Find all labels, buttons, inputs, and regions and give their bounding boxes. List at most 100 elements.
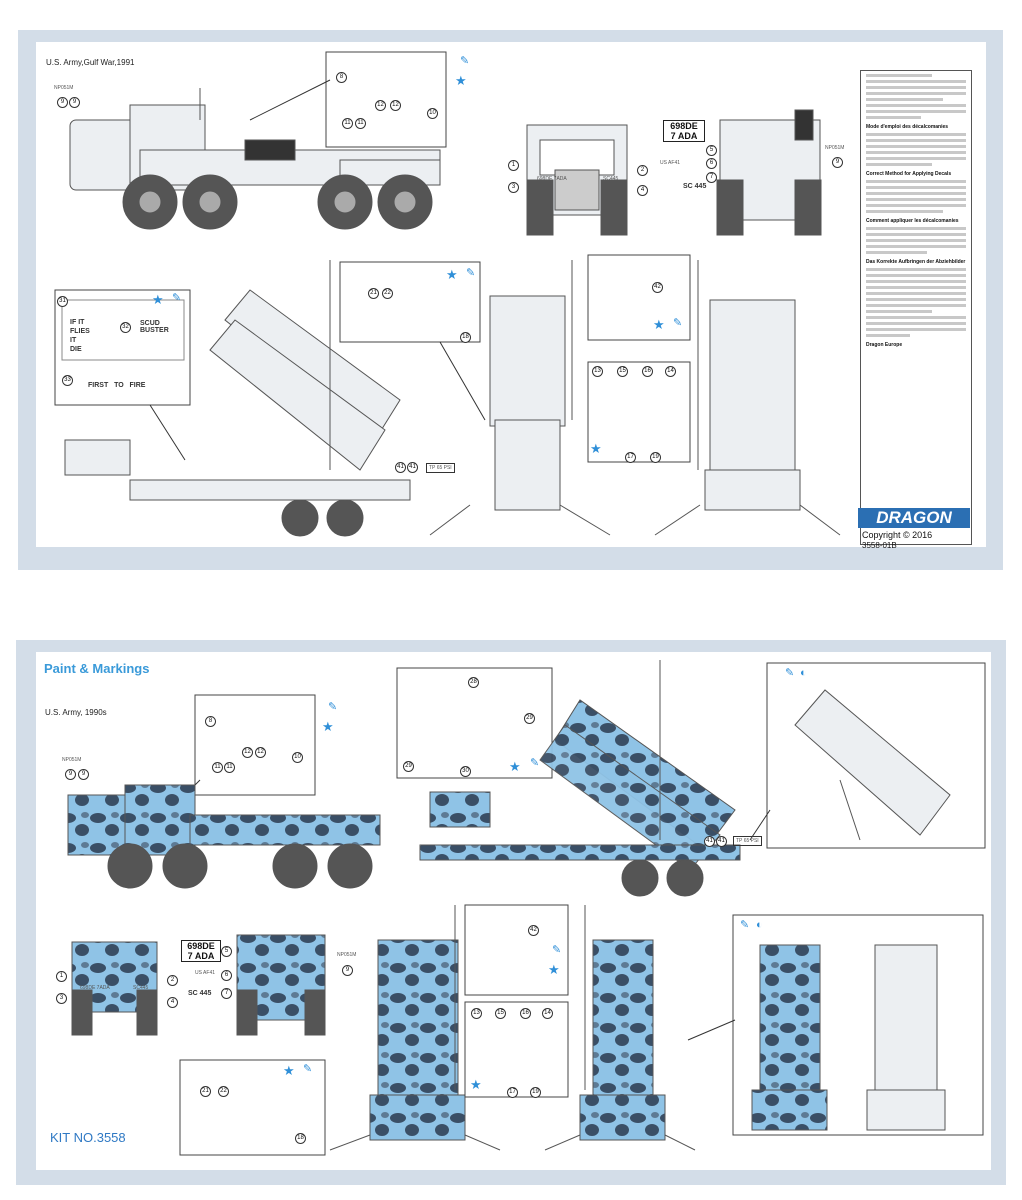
hemtt-side-view-camo [67,784,381,889]
launcher-rear-view-camo [544,905,696,1151]
front-plate-left: 698DE 7ADA [80,985,110,991]
paint-color-icon: ◐ [756,919,763,931]
paint-brush-icon: ✎ [552,944,562,956]
paint-brush-icon: ✎ [172,292,182,304]
decal-instructions-panel: Mode d'emploi des décalcomanies Correct … [860,70,972,545]
callout: 22 [382,288,393,299]
callout: 12 [375,100,386,111]
us-plate: US AF41 [660,160,681,166]
launcher-detail-no-camo [794,689,951,841]
paint-brush-icon: ✎ [303,1063,313,1075]
callout: 16 [642,366,653,377]
callout: 6 [221,970,232,981]
callout: 7 [221,988,232,999]
callout: 17 [507,1087,518,1098]
paint-brush-icon: ✎ [328,701,338,713]
hemtt-front-view [526,124,628,236]
rear-plate: SC 445 [683,183,707,190]
callout: 29 [403,761,414,772]
callout: 42 [652,282,663,293]
callout: 29 [524,713,535,724]
star-icon: ★ [548,962,560,977]
launcher-front-view-camo [329,905,501,1151]
theater-label: U.S. Army,Gulf War,1991 [46,58,135,67]
callout: 14 [665,366,676,377]
callout: 6 [706,158,717,169]
front-plate-right: SC445 [603,176,619,182]
callout: 12 [390,100,401,111]
front-plate-right: SC445 [133,985,149,991]
star-icon: ★ [653,317,665,332]
nose-code: NP051M [54,85,74,91]
callout: 17 [625,452,636,463]
star-icon: ★ [152,292,164,307]
launcher-rear-view [654,260,841,536]
callout: 28 [468,677,479,688]
callout: 33 [62,375,73,386]
nose-code: NP051M [62,757,82,763]
callout: 42 [528,925,539,936]
star-icon: ★ [470,1077,482,1092]
callout: 21 [200,1086,211,1097]
hemtt-rear-view [716,109,822,236]
paint-color-icon: ◐ [800,667,807,679]
launcher-front-view [429,260,611,536]
pressure-label: TP 65 PSI [733,836,762,846]
paint-brush-icon: ✎ [673,317,683,329]
callout: 10 [427,108,438,119]
copyright: Copyright © 2016 [862,530,933,540]
launcher-side-view [64,260,411,537]
rear-plate: SC 445 [188,990,212,997]
callout: 21 [368,288,379,299]
callout: 5 [221,946,232,957]
callout: 4 [167,997,178,1008]
callout: 3 [56,993,67,1004]
callout: 14 [542,1008,553,1019]
pressure-label: TP 65 PSI [426,463,455,473]
callout: 2 [637,165,648,176]
us-plate: US AF41 [195,970,216,976]
callout: 9 [65,769,76,780]
nose-code-rear: NP051M [337,952,357,958]
callout: 3 [508,182,519,193]
callout: 1 [56,971,67,982]
callout: 7 [706,172,717,183]
callout: 11 [355,118,366,129]
star-icon: ★ [283,1063,295,1078]
nose-code-rear: NP051M [825,145,845,151]
callout: 12 [255,747,266,758]
callout: 16 [520,1008,531,1019]
paint-markings-title: Paint & Markings [44,661,150,676]
callout: 11 [224,762,235,773]
callout: 8 [205,716,216,727]
sign-bottom: FIRST TO FIRE [88,382,146,389]
paint-brush-icon: ✎ [740,919,750,931]
paint-brush-icon: ✎ [785,667,795,679]
callout: 15 [495,1008,506,1019]
callout: 9 [78,769,89,780]
callout: 22 [218,1086,229,1097]
star-icon: ★ [446,267,458,282]
callout: 18 [295,1133,306,1144]
kit-number: KIT NO.3558 [50,1130,126,1145]
dragon-logo: DRAGON [858,508,970,528]
callout: 11 [212,762,223,773]
star-icon: ★ [590,441,602,456]
launcher-side-view-camo [419,660,741,897]
sign-alt: SCUD BUSTER [140,320,169,334]
part-number: 3558-01B [862,541,897,550]
callout: 30 [460,766,471,777]
launcher-rear-camo-detail [751,944,828,1131]
callout: 18 [460,332,471,343]
hemtt-side-view [69,88,441,230]
callout: 5 [706,145,717,156]
paint-brush-icon: ✎ [460,55,470,67]
paint-brush-icon: ✎ [466,267,476,279]
callout: 9 [832,157,843,168]
callout: 15 [617,366,628,377]
star-icon: ★ [455,73,467,88]
